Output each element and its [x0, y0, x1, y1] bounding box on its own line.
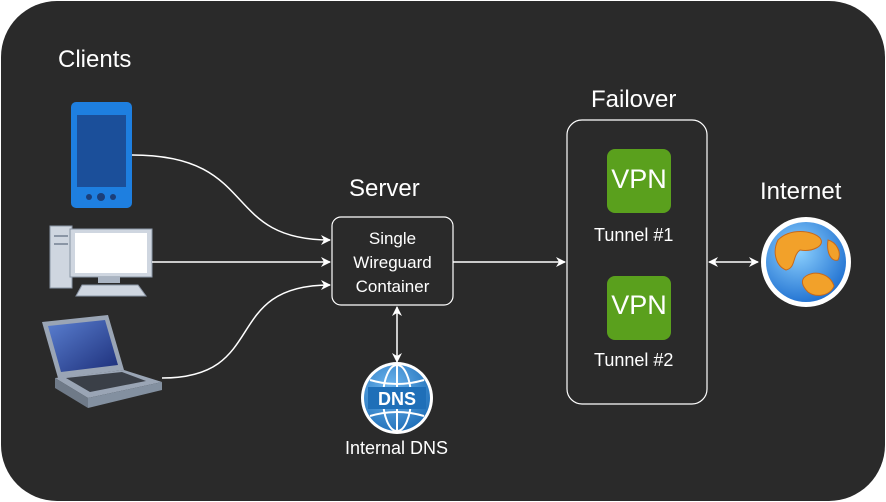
tunnel-1-label: Tunnel #1	[594, 225, 674, 245]
server-box-line-2: Wireguard	[353, 253, 432, 272]
server-box-label: Single Wireguard Container	[333, 227, 452, 299]
vpn-badge-2	[607, 276, 671, 340]
laptop-to-server-edge	[161, 280, 331, 379]
failover-group	[566, 119, 708, 405]
tunnel-2-label: Tunnel #2	[594, 350, 674, 370]
server-box-line-3: Container	[355, 277, 430, 296]
server-title: Server	[349, 175, 420, 202]
laptop-icon	[42, 315, 162, 408]
phone-icon	[71, 102, 132, 208]
vpn-badge-1-text: VPN	[611, 164, 667, 194]
clients-title: Clients	[58, 46, 132, 73]
vpn-badge-1	[607, 149, 671, 213]
server-box-line-1: Single	[368, 229, 417, 248]
internal-dns-label: Internal DNS	[345, 438, 449, 458]
dns-badge-text: DNS	[378, 389, 416, 409]
server-box	[331, 216, 454, 306]
internet-title: Internet	[760, 178, 842, 205]
globe-icon	[761, 217, 851, 307]
vpn-badge-2-text: VPN	[611, 290, 667, 320]
dns-icon: DNS	[361, 362, 433, 434]
failover-title: Failover	[591, 86, 677, 113]
desktop-computer-icon	[49, 225, 153, 297]
client-connectors	[131, 154, 331, 379]
phone-to-server-edge	[131, 154, 331, 245]
